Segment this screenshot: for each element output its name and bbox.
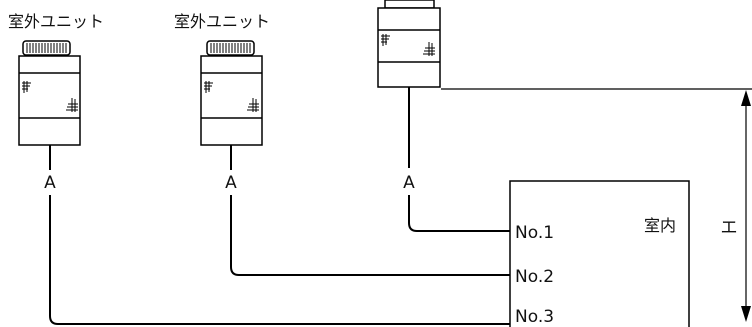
outdoor-unit-1: 室外ユニット A <box>8 12 104 193</box>
outdoor-unit-2-label: 室外ユニット <box>174 12 270 31</box>
outdoor-unit-2-cap <box>206 40 255 56</box>
pipe-to-no2 <box>230 195 510 276</box>
outdoor-unit-1-label: 室外ユニット <box>8 12 104 31</box>
outdoor-unit-3-cap <box>384 0 435 9</box>
outdoor-unit-2: 室外ユニット A <box>174 12 270 193</box>
indoor-port-no2: No.2 <box>515 267 554 287</box>
indoor-port-no3: No.3 <box>515 307 554 327</box>
indoor-unit-box <box>509 180 690 327</box>
outdoor-unit-1-pipe-label: A <box>44 173 56 193</box>
outdoor-unit-3-pipe-label: A <box>403 173 415 193</box>
outdoor-unit-1-body <box>18 55 81 146</box>
indoor-unit-label: 室内 <box>644 216 676 235</box>
outdoor-unit-1-cap <box>22 40 71 56</box>
outdoor-unit-3: A <box>377 0 441 193</box>
outdoor-unit-2-pipe-label: A <box>225 173 237 193</box>
dimension-arrow-up-icon <box>741 90 751 106</box>
height-dimension: エ <box>441 88 752 322</box>
dimension-label: エ <box>721 218 738 238</box>
pipe-to-no1 <box>408 195 510 232</box>
pipe-to-no3 <box>49 195 510 325</box>
indoor-port-no1: No.1 <box>515 223 554 243</box>
indoor-unit: 室内 No.1 No.2 No.3 <box>509 180 690 327</box>
dimension-arrow-down-icon <box>741 306 751 322</box>
outdoor-unit-2-body <box>200 55 263 146</box>
